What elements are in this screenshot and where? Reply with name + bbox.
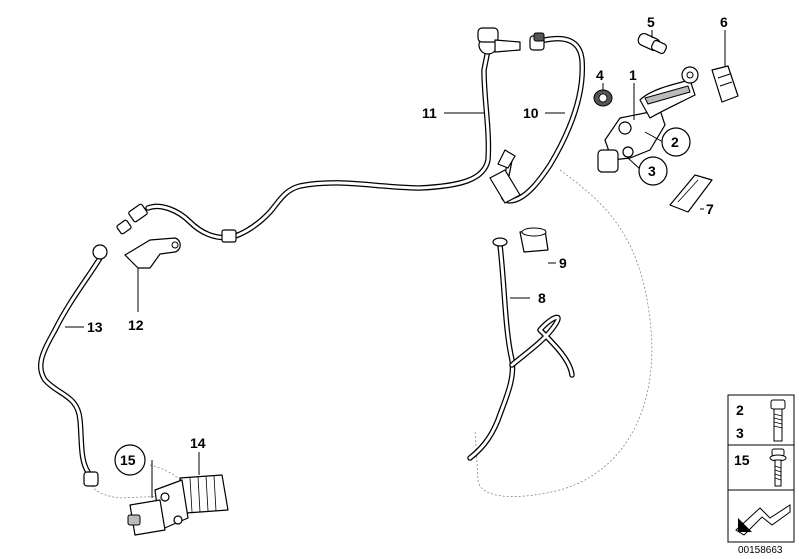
- callout-2-circle: [661, 127, 691, 157]
- legend-box: 2 3 15: [727, 394, 795, 543]
- direction-arrow-icon: [735, 504, 791, 536]
- callout-4: 4: [596, 67, 604, 83]
- callout-11: 11: [422, 105, 437, 121]
- master-cylinder-1: [597, 66, 699, 173]
- legend-label-15: 15: [734, 452, 750, 468]
- hose-8: [467, 237, 575, 461]
- top-connector: [477, 27, 545, 55]
- callout-15-circle: [114, 444, 146, 476]
- clip-6: [711, 65, 739, 103]
- slave-cylinder-14: [127, 474, 229, 536]
- legend-label-2: 2: [736, 402, 744, 418]
- elbow-fitting: [489, 149, 521, 204]
- grommet-9: [519, 227, 549, 253]
- callout-2: 2: [671, 134, 679, 150]
- pipe-13: [38, 244, 108, 487]
- callout-1: 1: [629, 67, 637, 83]
- callout-5: 5: [647, 14, 655, 30]
- callout-8: 8: [538, 290, 546, 306]
- callout-10: 10: [523, 105, 539, 121]
- callout-7: 7: [706, 201, 714, 217]
- callout-12: 12: [128, 317, 144, 333]
- callout-9: 9: [559, 255, 567, 271]
- legend-label-3: 3: [736, 425, 744, 441]
- grommet-4: [593, 89, 613, 107]
- bolt-washer-icon: [769, 448, 787, 487]
- plate-7: [669, 174, 713, 213]
- hose-section: [116, 203, 237, 243]
- callout-15: 15: [120, 452, 136, 468]
- ghost-outline: [474, 169, 653, 497]
- callout-13: 13: [87, 319, 103, 335]
- callout-14: 14: [190, 435, 206, 451]
- callout-3: 3: [648, 163, 656, 179]
- bracket-12: [124, 237, 181, 269]
- callout-6: 6: [720, 14, 728, 30]
- pipe-11: [229, 52, 492, 240]
- callout-3-circle: [638, 156, 668, 186]
- pin-5: [637, 32, 668, 55]
- document-id: 00158663: [738, 545, 783, 556]
- leader-2: [644, 131, 664, 143]
- bolt-icon: [770, 399, 786, 442]
- pipe-10: [500, 35, 586, 204]
